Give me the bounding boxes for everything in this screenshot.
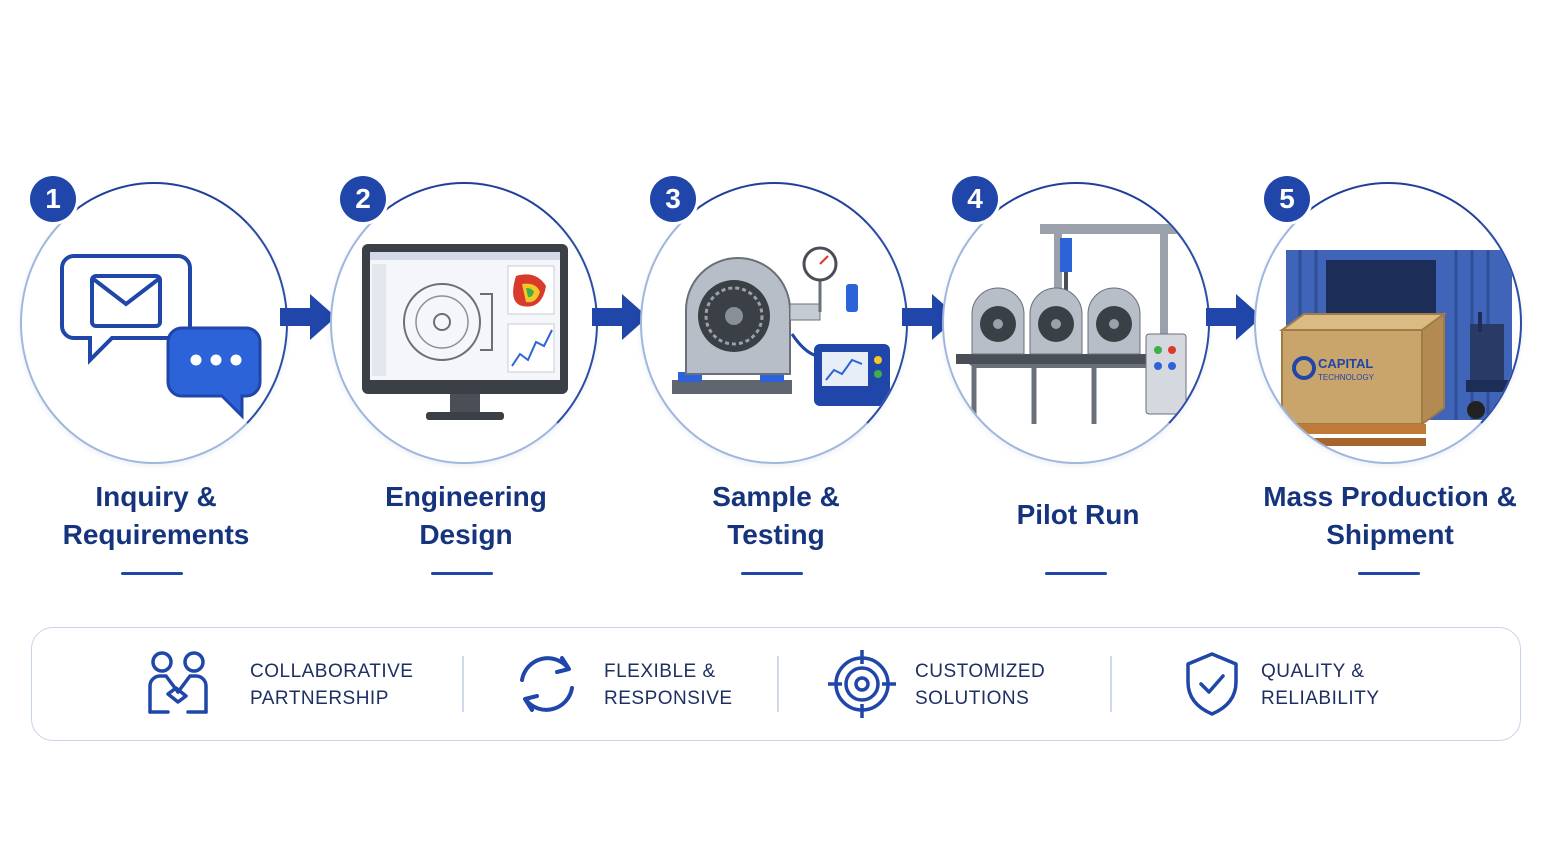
- refresh-icon: [512, 650, 582, 718]
- step-title: Pilot Run: [928, 496, 1228, 534]
- step-number-badge: 4: [952, 176, 998, 222]
- target-icon: [827, 650, 897, 718]
- step-inquiry: 1 Inquiry & Requirements: [6, 176, 306, 596]
- step-title: Mass Production & Shipment: [1240, 478, 1540, 554]
- step-number-badge: 3: [650, 176, 696, 222]
- step-title: Sample & Testing: [626, 478, 926, 554]
- step-circle: [330, 182, 598, 464]
- feature-label: QUALITY & RELIABILITY: [1261, 658, 1380, 712]
- step-circle: [942, 182, 1210, 464]
- step-underline: [431, 572, 493, 575]
- pilot-line-illustration: [944, 184, 1208, 462]
- step-underline: [741, 572, 803, 575]
- step-circle: [640, 182, 908, 464]
- feature-flexible-responsive: FLEXIBLE & RESPONSIVE: [512, 628, 792, 740]
- step-underline: [121, 572, 183, 575]
- step-pilot-run: 4 Pilot Run: [928, 176, 1228, 596]
- box-brand-sub: TECHNOLOGY: [1318, 373, 1375, 382]
- step-circle: CAPITAL TECHNOLOGY: [1254, 182, 1522, 464]
- step-circle: [20, 182, 288, 464]
- shield-check-icon: [1177, 650, 1247, 718]
- feature-divider: [777, 656, 779, 712]
- box-brand-name: CAPITAL: [1318, 356, 1373, 371]
- step-engineering-design: 2 Engineering Design: [316, 176, 616, 596]
- step-mass-production-shipment: CAPITAL TECHNOLOGY 5 Mass Production & S…: [1240, 176, 1540, 596]
- feature-divider: [1110, 656, 1112, 712]
- step-title: Engineering Design: [316, 478, 616, 554]
- feature-quality-reliability: QUALITY & RELIABILITY: [1177, 628, 1477, 740]
- fan-testing-illustration: [642, 184, 906, 462]
- feature-customized-solutions: CUSTOMIZED SOLUTIONS: [827, 628, 1127, 740]
- step-number-badge: 1: [30, 176, 76, 222]
- handshake-icon: [142, 650, 212, 718]
- step-number-badge: 5: [1264, 176, 1310, 222]
- chat-bubble-icon: [168, 328, 260, 416]
- step-underline: [1358, 572, 1420, 575]
- shipping-container-illustration: CAPITAL TECHNOLOGY: [1256, 184, 1520, 462]
- step-underline: [1045, 572, 1107, 575]
- feature-label: CUSTOMIZED SOLUTIONS: [915, 658, 1045, 712]
- step-title: Inquiry & Requirements: [6, 478, 306, 554]
- feature-label: FLEXIBLE & RESPONSIVE: [604, 658, 733, 712]
- features-bar: COLLABORATIVE PARTNERSHIP FLEXIBLE & RES…: [31, 627, 1521, 741]
- step-number-badge: 2: [340, 176, 386, 222]
- feature-divider: [462, 656, 464, 712]
- step-sample-testing: 3 Sample & Testing: [626, 176, 926, 596]
- feature-collaborative-partnership: COLLABORATIVE PARTNERSHIP: [142, 628, 462, 740]
- inquiry-illustration: [22, 184, 286, 462]
- feature-label: COLLABORATIVE PARTNERSHIP: [250, 658, 413, 712]
- monitor-cad-illustration: [332, 184, 596, 462]
